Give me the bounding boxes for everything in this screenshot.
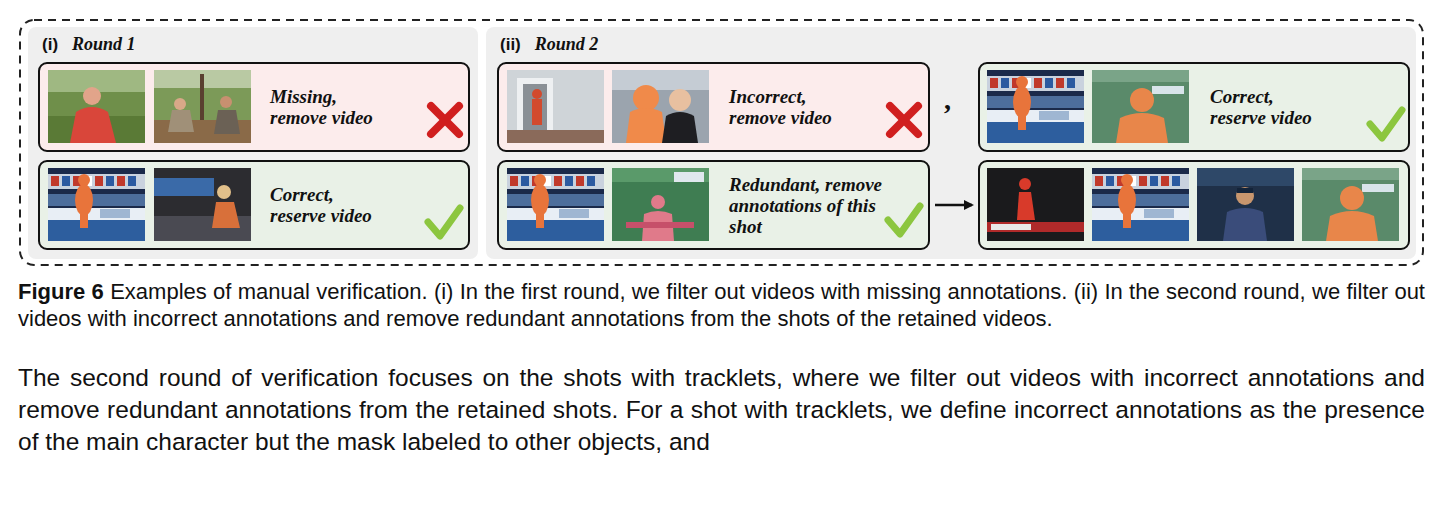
verdict-text: Correct, reserve video <box>270 184 394 226</box>
verdict-text: Missing, remove video <box>270 86 388 128</box>
accept-check <box>888 206 920 234</box>
video-frame <box>154 70 251 143</box>
separator-mark: , <box>944 84 951 116</box>
verdict-text: Correct, reserve video <box>1210 86 1334 128</box>
panel-number: (i) <box>42 35 58 55</box>
panel-heading: (i) Round 1 <box>42 34 136 55</box>
video-frame <box>507 70 604 143</box>
verdict-text: Incorrect, remove video <box>729 86 853 128</box>
video-frame <box>987 70 1084 143</box>
video-frame <box>1197 168 1294 241</box>
video-frame <box>612 70 709 143</box>
video-frame <box>507 168 604 241</box>
mask-overlay <box>1013 76 1031 130</box>
panel-heading: (ii) Round 2 <box>500 34 598 55</box>
video-frame <box>1092 70 1189 143</box>
verification-box: Incorrect, remove video <box>497 62 930 152</box>
reject-cross <box>431 106 459 134</box>
panel-title: Round 2 <box>535 34 599 55</box>
mask-overlay <box>75 174 93 228</box>
video-frame <box>1302 168 1399 241</box>
figure-number: Figure 6 <box>18 279 104 304</box>
video-frame <box>48 168 145 241</box>
caption-text: Examples of manual verification. (i) In … <box>18 279 1425 331</box>
verification-box: Missing, remove video <box>38 62 470 152</box>
video-frame <box>1092 168 1189 241</box>
result-box <box>978 160 1410 250</box>
outer-dashed-frame <box>20 20 1423 265</box>
verification-box: Correct, reserve video <box>978 62 1410 152</box>
verification-box: Correct, reserve video <box>38 160 470 250</box>
reject-cross <box>890 106 918 134</box>
flow-arrow <box>935 204 972 207</box>
verdict-text: Redundant, remove annotations of this sh… <box>729 174 905 237</box>
panel-number: (ii) <box>500 35 521 55</box>
video-frame <box>48 70 145 143</box>
verification-box: Redundant, remove annotations of this sh… <box>497 160 930 250</box>
video-frame <box>154 168 251 241</box>
round-panel: (i) Round 1 Missing, remove videoCorrect, … <box>28 27 478 259</box>
accept-check <box>428 208 460 236</box>
mask-overlay <box>531 174 549 228</box>
body-paragraph: The second round of verification focuses… <box>18 362 1425 458</box>
video-frame <box>612 168 709 241</box>
figure-caption: Figure 6 Examples of manual verification… <box>18 278 1425 332</box>
round-panel: (ii) Round 2 Incorrect, remove video Correc… <box>486 27 1416 259</box>
accept-check <box>1370 110 1402 138</box>
panel-title: Round 1 <box>72 34 136 55</box>
video-frame <box>987 168 1084 241</box>
mask-overlay <box>1118 174 1136 228</box>
